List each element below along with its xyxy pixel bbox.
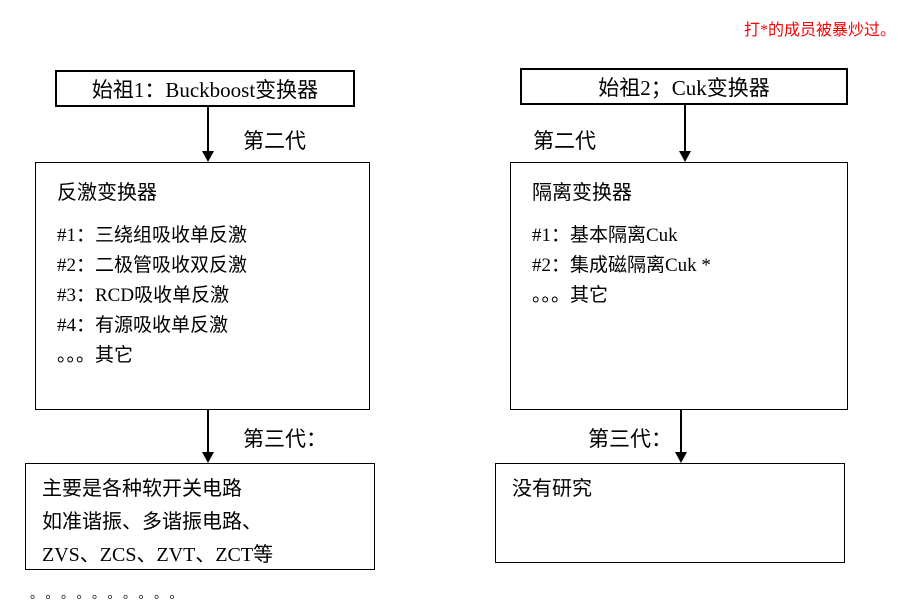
right-gen2-label: 第二代: [533, 129, 596, 153]
list-item: #1：三绕组吸收单反激: [57, 225, 248, 246]
arrow-down-icon: [202, 410, 214, 463]
left-gen2-box: 反激变换器 #1：三绕组吸收单反激 #2：二极管吸收双反激 #3：RCD吸收单反…: [35, 162, 370, 410]
left-gen3-box: 主要是各种软开关电路 如准谐振、多谐振电路、 ZVS、ZCS、ZVT、ZCT等: [25, 463, 375, 570]
left-gen3-text: 主要是各种软开关电路 如准谐振、多谐振电路、 ZVS、ZCS、ZVT、ZCT等: [26, 464, 374, 572]
list-item: #2：集成磁隔离Cuk *: [532, 255, 711, 276]
left-gen2-title: 反激变换器: [57, 182, 157, 204]
right-ancestor-label: 始祖2；Cuk变换器: [598, 75, 770, 100]
right-gen2-title: 隔离变换器: [532, 182, 632, 204]
list-item: #3：RCD吸收单反激: [57, 285, 230, 306]
text-line: 如准谐振、多谐振电路、: [42, 511, 262, 533]
right-ancestor-box: 始祖2；Cuk变换器: [520, 68, 848, 105]
text-line: ZVS、ZCS、ZVT、ZCT等: [42, 544, 274, 566]
list-item: #2：二极管吸收双反激: [57, 255, 248, 276]
arrow-down-icon: [679, 105, 691, 162]
arrow-down-icon: [202, 107, 214, 162]
list-item: 。。。其它: [57, 345, 134, 366]
list-item: #1：基本隔离Cuk: [532, 225, 678, 246]
left-gen2-label: 第二代: [243, 129, 306, 153]
right-gen2-box: 隔离变换器 #1：基本隔离Cuk #2：集成磁隔离Cuk * 。。。其它: [510, 162, 848, 410]
left-ancestor-label: 始祖1：Buckboost变换器: [91, 77, 319, 102]
list-item: #4：有源吸收单反激: [57, 315, 229, 336]
left-gen2-item-list: #1：三绕组吸收单反激 #2：二极管吸收双反激 #3：RCD吸收单反激 #4：有…: [36, 205, 369, 371]
red-footnote: 打*的成员被暴炒过。: [743, 22, 896, 39]
text-line: 主要是各种软开关电路: [42, 478, 242, 500]
list-item: 。。。其它: [532, 285, 609, 306]
text-line: 没有研究: [512, 478, 592, 500]
ellipsis-dots: 。。。。。。。。。。: [30, 586, 192, 601]
right-gen3-box: 没有研究: [495, 463, 845, 563]
right-gen2-item-list: #1：基本隔离Cuk #2：集成磁隔离Cuk * 。。。其它: [511, 205, 847, 311]
right-gen3-label: 第三代：: [588, 427, 672, 451]
left-ancestor-box: 始祖1：Buckboost变换器: [55, 70, 355, 107]
right-gen3-text: 没有研究: [496, 464, 844, 506]
arrow-down-icon: [675, 410, 687, 463]
left-gen3-label: 第三代：: [243, 427, 327, 451]
